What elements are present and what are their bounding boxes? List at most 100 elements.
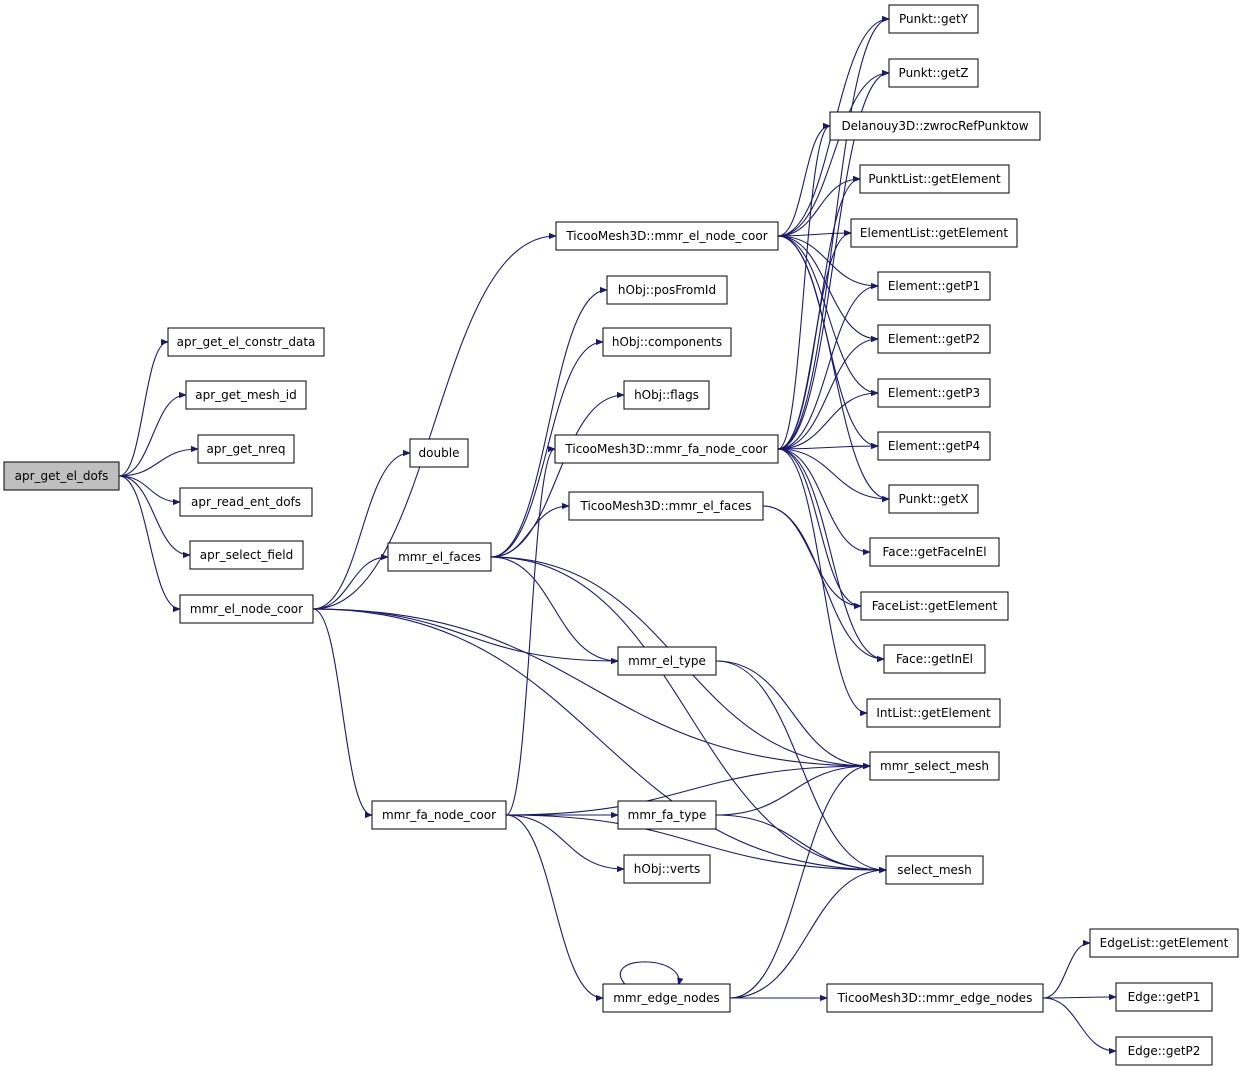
edge-apr_get_el_dofs-to-apr_select_field xyxy=(118,475,191,559)
node-box xyxy=(179,594,314,624)
node-box xyxy=(189,540,304,570)
edge-TicooMesh3D_mmr_fa_node_coor-to-Element_getP3 xyxy=(777,389,879,450)
node-element-getp1[interactable]: Element::getP1 xyxy=(877,271,991,301)
edge-mmr_edge_nodes-to-mmr_select_mesh xyxy=(729,762,871,999)
node-box xyxy=(606,275,728,305)
edge-mmr_el_type-to-mmr_select_mesh xyxy=(715,660,871,770)
node-label: mmr_el_type xyxy=(628,654,706,668)
node-mmr-fa-type[interactable]: mmr_fa_type xyxy=(617,800,717,830)
node-element-getp2[interactable]: Element::getP2 xyxy=(877,324,991,354)
node-face-getfaceinel[interactable]: Face::getFaceInEl xyxy=(869,537,1000,567)
edge-TicooMesh3D_mmr_el_node_coor-to-Punkt_getZ xyxy=(777,69,890,237)
node-apr-get-el-dofs[interactable]: apr_get_el_dofs xyxy=(3,461,120,491)
node-label: apr_read_ent_dofs xyxy=(191,495,301,509)
edge-TicooMesh3D_mmr_fa_node_coor-to-FaceList_getElement xyxy=(777,448,862,610)
node-delanouy3d-zwrocrefpunktow[interactable]: Delanouy3D::zwrocRefPunktow xyxy=(829,111,1041,141)
edge-mmr_el_faces-to-hObj_posFromId xyxy=(490,286,608,558)
node-box xyxy=(829,111,1041,141)
node-box xyxy=(555,221,779,251)
node-hobj-posfromid[interactable]: hObj::posFromId xyxy=(606,275,728,305)
node-apr-get-el-constr-data[interactable]: apr_get_el_constr_data xyxy=(167,327,325,357)
edge-mmr_el_type-to-select_mesh xyxy=(715,660,887,874)
edge-TicooMesh3D_mmr_fa_node_coor-to-Face_getInEl xyxy=(777,448,885,663)
node-double[interactable]: double xyxy=(409,438,469,468)
edge-mmr_el_node_coor-to-double xyxy=(312,449,411,610)
node-box xyxy=(409,438,469,468)
node-box xyxy=(888,484,979,514)
node-label: hObj::verts xyxy=(634,862,700,876)
node-apr-read-ent-dofs[interactable]: apr_read_ent_dofs xyxy=(179,487,313,517)
node-label: IntList::getElement xyxy=(876,706,991,720)
node-label: apr_get_el_constr_data xyxy=(177,335,316,349)
edge-mmr_el_node_coor-to-mmr_el_faces xyxy=(312,553,389,610)
node-ticoomesh3d-mmr-edge-nodes[interactable]: TicooMesh3D::mmr_edge_nodes xyxy=(826,983,1044,1013)
edge-TicooMesh3D_mmr_el_faces-to-Face_getInEl xyxy=(762,505,885,663)
edge-TicooMesh3D_mmr_fa_node_coor-to-Punkt_getY xyxy=(777,15,890,450)
node-box xyxy=(602,327,732,357)
node-face-getinel[interactable]: Face::getInEl xyxy=(883,644,986,674)
edge-mmr_edge_nodes-to-select_mesh xyxy=(729,866,887,999)
node-ticoomesh3d-mmr-el-faces[interactable]: TicooMesh3D::mmr_el_faces xyxy=(568,491,764,521)
node-box xyxy=(167,327,325,357)
node-box xyxy=(623,854,711,884)
edge-mmr_el_faces-to-mmr_el_type xyxy=(490,556,619,665)
node-apr-get-mesh-id[interactable]: apr_get_mesh_id xyxy=(185,380,307,410)
node-elementlist-getelement[interactable]: ElementList::getElement xyxy=(850,218,1018,248)
node-intlist-getelement[interactable]: IntList::getElement xyxy=(866,698,1001,728)
node-punkt-gety[interactable]: Punkt::getY xyxy=(888,4,979,34)
node-element-getp3[interactable]: Element::getP3 xyxy=(877,378,991,408)
node-punkt-getx[interactable]: Punkt::getX xyxy=(888,484,979,514)
node-label: hObj::components xyxy=(612,335,722,349)
node-box xyxy=(3,461,120,491)
edge-mmr_fa_type-to-mmr_select_mesh xyxy=(715,762,871,816)
node-element-getp4[interactable]: Element::getP4 xyxy=(877,431,991,461)
edge-TicooMesh3D_mmr_fa_node_coor-to-Element_getP1 xyxy=(777,282,879,450)
node-box xyxy=(185,380,307,410)
node-mmr-fa-node-coor[interactable]: mmr_fa_node_coor xyxy=(371,800,507,830)
node-hobj-components[interactable]: hObj::components xyxy=(602,327,732,357)
edge-apr_get_el_dofs-to-mmr_el_node_coor xyxy=(118,475,181,613)
edge-TicooMesh3D_mmr_el_node_coor-to-Delanouy3D_zwrocRefPunktow xyxy=(777,122,831,237)
node-box xyxy=(623,380,710,410)
node-mmr-edge-nodes[interactable]: mmr_edge_nodes xyxy=(602,983,731,1013)
node-facelist-getelement[interactable]: FaceList::getElement xyxy=(860,591,1009,621)
edge-apr_get_el_dofs-to-apr_get_el_constr_data xyxy=(118,338,169,477)
node-label: Punkt::getY xyxy=(899,12,969,26)
node-edge-getp2[interactable]: Edge::getP2 xyxy=(1115,1036,1213,1066)
node-mmr-el-node-coor[interactable]: mmr_el_node_coor xyxy=(179,594,314,624)
edge-mmr_el_node_coor-to-mmr_select_mesh xyxy=(312,608,871,770)
node-label: apr_get_nreq xyxy=(207,442,286,456)
edge-TicooMesh3D_mmr_edge_nodes-to-Edge_getP2 xyxy=(1042,997,1117,1055)
node-edge-getp1[interactable]: Edge::getP1 xyxy=(1115,982,1213,1012)
node-apr-get-nreq[interactable]: apr_get_nreq xyxy=(197,434,295,464)
node-punkt-getz[interactable]: Punkt::getZ xyxy=(888,58,979,88)
edge-mmr_el_node_coor-to-mmr_fa_node_coor xyxy=(312,608,373,819)
node-label: Element::getP2 xyxy=(888,332,980,346)
node-box xyxy=(869,751,1000,781)
node-hobj-verts[interactable]: hObj::verts xyxy=(623,854,711,884)
node-apr-select-field[interactable]: apr_select_field xyxy=(189,540,304,570)
edge-mmr_edge_nodes-to-mmr_edge_nodes xyxy=(619,961,684,987)
node-box xyxy=(888,58,979,88)
node-ticoomesh3d-mmr-el-node-coor[interactable]: TicooMesh3D::mmr_el_node_coor xyxy=(555,221,779,251)
edge-TicooMesh3D_mmr_fa_node_coor-to-Element_getP4 xyxy=(777,442,879,450)
node-ticoomesh3d-mmr-fa-node-coor[interactable]: TicooMesh3D::mmr_fa_node_coor xyxy=(554,434,779,464)
node-mmr-el-type[interactable]: mmr_el_type xyxy=(617,646,717,676)
edge-TicooMesh3D_mmr_edge_nodes-to-EdgeList_getElement xyxy=(1042,939,1091,999)
node-label: mmr_edge_nodes xyxy=(613,991,720,1005)
node-box xyxy=(179,487,313,517)
node-select-mesh[interactable]: select_mesh xyxy=(885,855,984,885)
edge-TicooMesh3D_mmr_fa_node_coor-to-Punkt_getZ xyxy=(777,69,890,450)
node-mmr-el-faces[interactable]: mmr_el_faces xyxy=(387,542,492,572)
edge-mmr_fa_node_coor-to-hObj_verts xyxy=(505,814,625,873)
node-box xyxy=(859,164,1010,194)
node-mmr-select-mesh[interactable]: mmr_select_mesh xyxy=(869,751,1000,781)
edge-mmr_fa_node_coor-to-mmr_select_mesh xyxy=(505,762,871,816)
node-label: mmr_select_mesh xyxy=(880,759,989,773)
node-hobj-flags[interactable]: hObj::flags xyxy=(623,380,710,410)
node-punktlist-getelement[interactable]: PunktList::getElement xyxy=(859,164,1010,194)
node-edgelist-getelement[interactable]: EdgeList::getElement xyxy=(1089,928,1239,958)
node-label: hObj::posFromId xyxy=(618,283,716,297)
